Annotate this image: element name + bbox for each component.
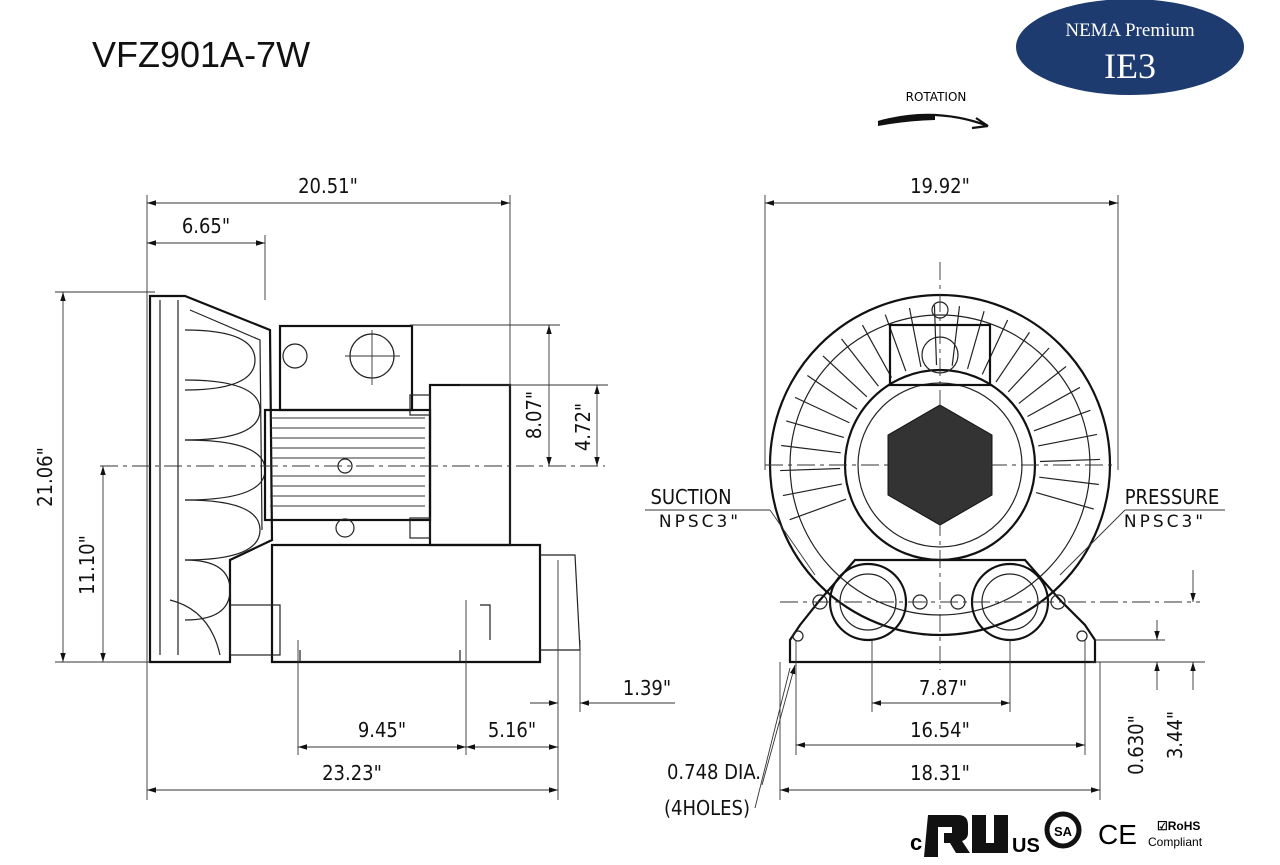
suction-label: SUCTION: [650, 485, 731, 509]
suction-thread: NPSC3": [659, 512, 741, 532]
badge-line1: NEMA Premium: [1065, 20, 1195, 41]
cooling-fin: [1033, 409, 1091, 432]
nema-premium-badge: NEMA Premium IE3: [1016, 0, 1244, 95]
dim-base-thickness: 0.630": [1124, 715, 1148, 775]
dim-overall-height: 21.06": [33, 447, 57, 507]
dim-hole-count: (4HOLES): [664, 796, 750, 820]
cooling-fin: [966, 311, 985, 370]
cooling-fin: [781, 444, 841, 454]
cooling-fin: [1035, 491, 1094, 510]
dim-port-spacing: 7.87": [919, 676, 967, 700]
dim-motor-half-height: 4.72": [571, 403, 595, 451]
front-view-drawing: [765, 262, 1200, 670]
ce-mark: CE: [1098, 819, 1137, 850]
cooling-fin: [1027, 386, 1081, 418]
dim-housing-depth: 6.65": [182, 214, 230, 238]
cooling-fin: [786, 420, 845, 439]
cooling-fin: [981, 319, 1009, 375]
cooling-fin: [933, 305, 938, 366]
dim-base-offset: 5.16": [488, 718, 536, 742]
dim-port-height: 3.44": [1163, 711, 1187, 759]
cooling-fin: [1007, 347, 1050, 393]
rotation-indicator: ROTATION: [877, 90, 989, 130]
csa-logo-icon: SA: [1044, 811, 1082, 849]
cooling-fin: [822, 355, 868, 398]
front-view-dimensions: 19.92" 7.87" 16.54" 18.31" 0.630" 3.44" …: [645, 174, 1225, 820]
model-title: VFZ901A-7W: [92, 34, 311, 75]
pressure-label: PRESSURE: [1125, 485, 1220, 509]
dim-total-length: 23.23": [322, 761, 382, 785]
dim-overall-length: 20.51": [298, 174, 358, 198]
ul-logo-icon: [924, 815, 1008, 857]
dim-center-height: 11.10": [75, 535, 99, 595]
dim-base-length: 9.45": [358, 718, 406, 742]
badge-line2: IE3: [1104, 46, 1156, 86]
dim-hole-diameter: 0.748 DIA.: [667, 760, 761, 784]
cooling-fin: [794, 396, 850, 424]
dim-terminal-height: 8.07": [522, 391, 546, 439]
cooling-fin: [841, 338, 879, 387]
dim-hole-spacing: 16.54": [910, 718, 970, 742]
cooling-fin: [807, 375, 858, 410]
rotation-label: ROTATION: [906, 90, 967, 104]
cooling-fin: [789, 498, 847, 521]
certification-logos: c US SA CE ☑RoHS Compliant: [910, 811, 1203, 857]
cooling-fin: [884, 314, 907, 372]
cooling-fin: [861, 324, 893, 378]
side-view-dimensions: 20.51" 6.65" 21.06" 11.10" 8.07" 4.72" 9…: [33, 174, 675, 800]
rotation-arrow-icon: [878, 114, 935, 126]
dim-overall-width: 19.92": [910, 174, 970, 198]
cooling-fin: [780, 467, 841, 472]
cooling-fin: [1039, 476, 1099, 486]
cooling-fin: [1018, 366, 1067, 404]
cul-c-text: c: [910, 830, 922, 855]
dim-base-width: 18.31": [910, 761, 970, 785]
cooling-fin: [951, 306, 961, 366]
pressure-thread: NPSC3": [1124, 512, 1206, 532]
svg-text:SA: SA: [1054, 824, 1073, 839]
cooling-fin: [1038, 433, 1098, 447]
cooling-fin: [908, 307, 922, 367]
cooling-fin: [995, 332, 1030, 383]
cooling-fin: [782, 483, 842, 497]
cul-us-text: US: [1012, 835, 1040, 857]
dim-base-extension: 1.39": [623, 676, 671, 700]
side-view-drawing: [100, 294, 605, 664]
cooling-fin: [1039, 458, 1100, 463]
rohs-text: ☑RoHS: [1157, 819, 1200, 833]
rohs-compliant-text: Compliant: [1148, 835, 1203, 849]
